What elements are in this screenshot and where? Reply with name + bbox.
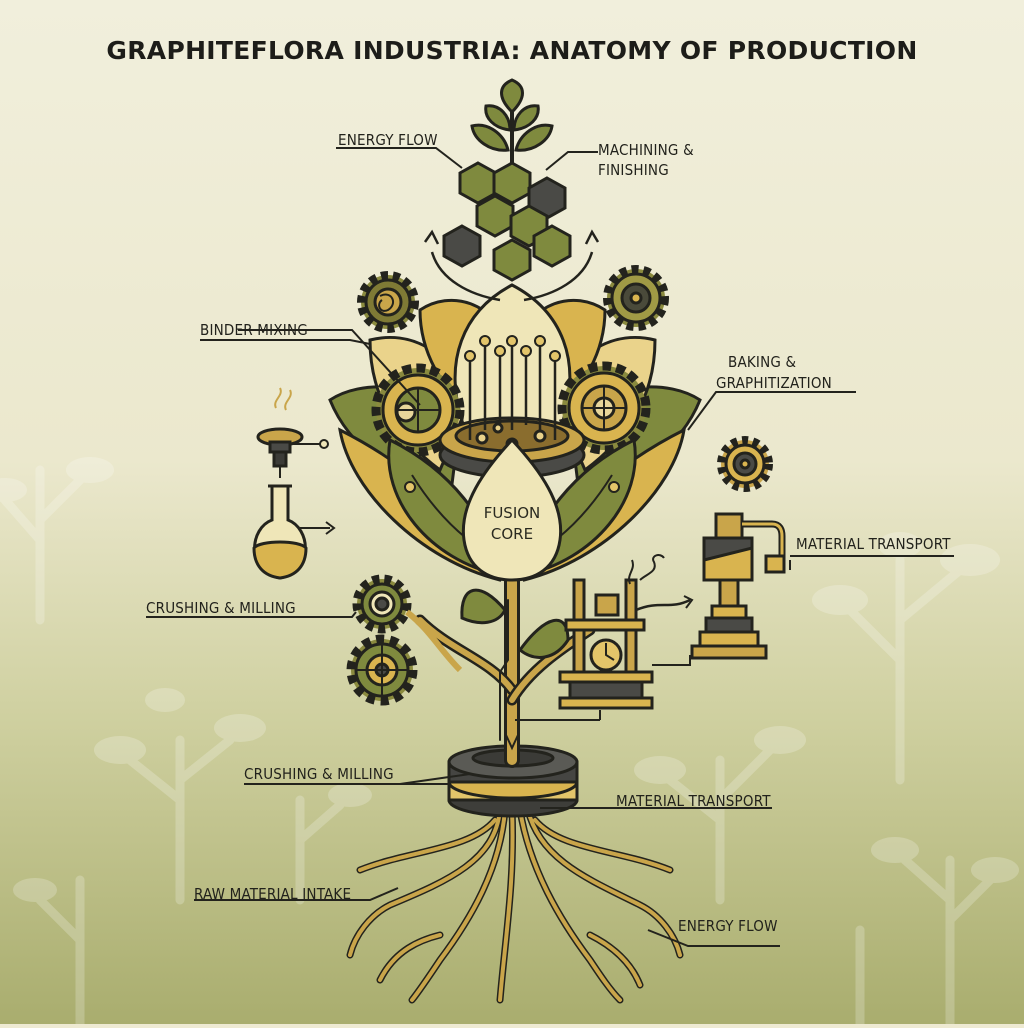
roots — [346, 806, 684, 1004]
label-energy-flow-top: ENERGY FLOW — [338, 131, 438, 149]
label-machining-finishing-line1: MACHINING & — [598, 141, 694, 159]
page-title: GRAPHITEFLORA INDUSTRIA: ANATOMY OF PROD… — [106, 36, 918, 65]
label-raw-material-intake: RAW MATERIAL INTAKE — [194, 885, 352, 903]
gear-right-mid — [717, 436, 773, 492]
fusion-core-line1: FUSION — [483, 504, 541, 522]
stem-leaves — [460, 588, 570, 659]
flower-front-petals — [338, 427, 686, 582]
gear-top-left — [357, 271, 419, 333]
base-disc-stack — [447, 744, 579, 818]
transport-tower — [652, 512, 786, 666]
label-material-transport-right: MATERIAL TRANSPORT — [796, 535, 951, 553]
crushing-gears — [346, 574, 463, 706]
label-energy-flow-bottom: ENERGY FLOW — [678, 917, 778, 935]
background-plants — [0, 457, 1019, 1028]
label-material-transport-base: MATERIAL TRANSPORT — [616, 792, 771, 810]
label-binder-mixing: BINDER MIXING — [200, 321, 308, 339]
flower-inner-gear-right — [557, 361, 651, 455]
leader-lines — [146, 147, 954, 947]
gear-top-right — [603, 265, 669, 331]
label-crushing-milling-base: CRUSHING & MILLING — [244, 765, 394, 783]
fusion-core-label: FUSION CORE — [462, 503, 562, 545]
label-machining-finishing-line2: FINISHING — [598, 161, 669, 179]
top-hexagon-cluster — [423, 78, 600, 302]
label-crushing-milling-left: CRUSHING & MILLING — [146, 599, 296, 617]
fusion-core-petal — [461, 437, 563, 582]
label-baking-graphitization-line1: BAKING & — [728, 353, 797, 371]
fusion-core-line2: CORE — [490, 525, 534, 543]
flower-inner-gear-left — [371, 363, 465, 457]
label-baking-graphitization-line2: GRAPHITIZATION — [716, 374, 832, 392]
binder-flask-apparatus — [252, 387, 336, 580]
press-machine — [515, 554, 694, 721]
